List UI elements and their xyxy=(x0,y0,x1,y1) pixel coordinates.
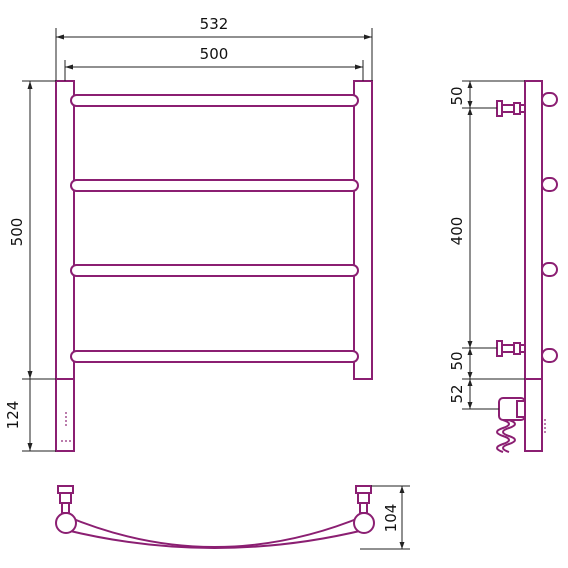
dim-height: 500 xyxy=(8,218,26,247)
side-post xyxy=(524,80,543,380)
right-post xyxy=(353,80,373,380)
dim-lower-extension: 124 xyxy=(4,401,22,430)
top-right-mount xyxy=(353,485,375,534)
heater-indicator-dots xyxy=(61,412,71,442)
front-view-dimensions: 532 500 500 124 xyxy=(4,15,373,452)
left-post xyxy=(55,80,75,380)
rung-2 xyxy=(70,179,359,192)
upper-wall-mount xyxy=(496,100,526,117)
top-curved-rung xyxy=(65,515,365,548)
side-view xyxy=(496,80,558,453)
dim-depth: 104 xyxy=(382,504,400,533)
side-rung-end-3 xyxy=(541,262,558,277)
top-left-mount xyxy=(55,485,77,534)
dim-connection-spacing: 400 xyxy=(448,217,466,246)
side-rung-end-4 xyxy=(541,348,558,363)
front-view xyxy=(55,80,373,452)
dim-top-offset: 50 xyxy=(448,86,466,105)
side-rung-end-1 xyxy=(541,92,558,107)
side-view-dimensions: 50 400 50 52 xyxy=(448,80,525,410)
dim-lower-offset: 50 xyxy=(448,351,466,370)
rung-3 xyxy=(70,264,359,277)
heater-plug-icon xyxy=(496,397,526,453)
top-view xyxy=(55,485,375,549)
rung-1 xyxy=(70,94,359,107)
side-rung-end-2 xyxy=(541,177,558,192)
heater-housing xyxy=(55,378,75,452)
rung-4 xyxy=(70,350,359,363)
side-heater-housing xyxy=(524,378,543,452)
dim-overall-width: 532 xyxy=(200,15,229,33)
dim-heater-offset: 52 xyxy=(448,384,466,403)
top-view-dimensions: 104 xyxy=(360,485,410,550)
lower-wall-mount xyxy=(496,340,526,357)
dim-center-distance: 500 xyxy=(200,45,229,63)
